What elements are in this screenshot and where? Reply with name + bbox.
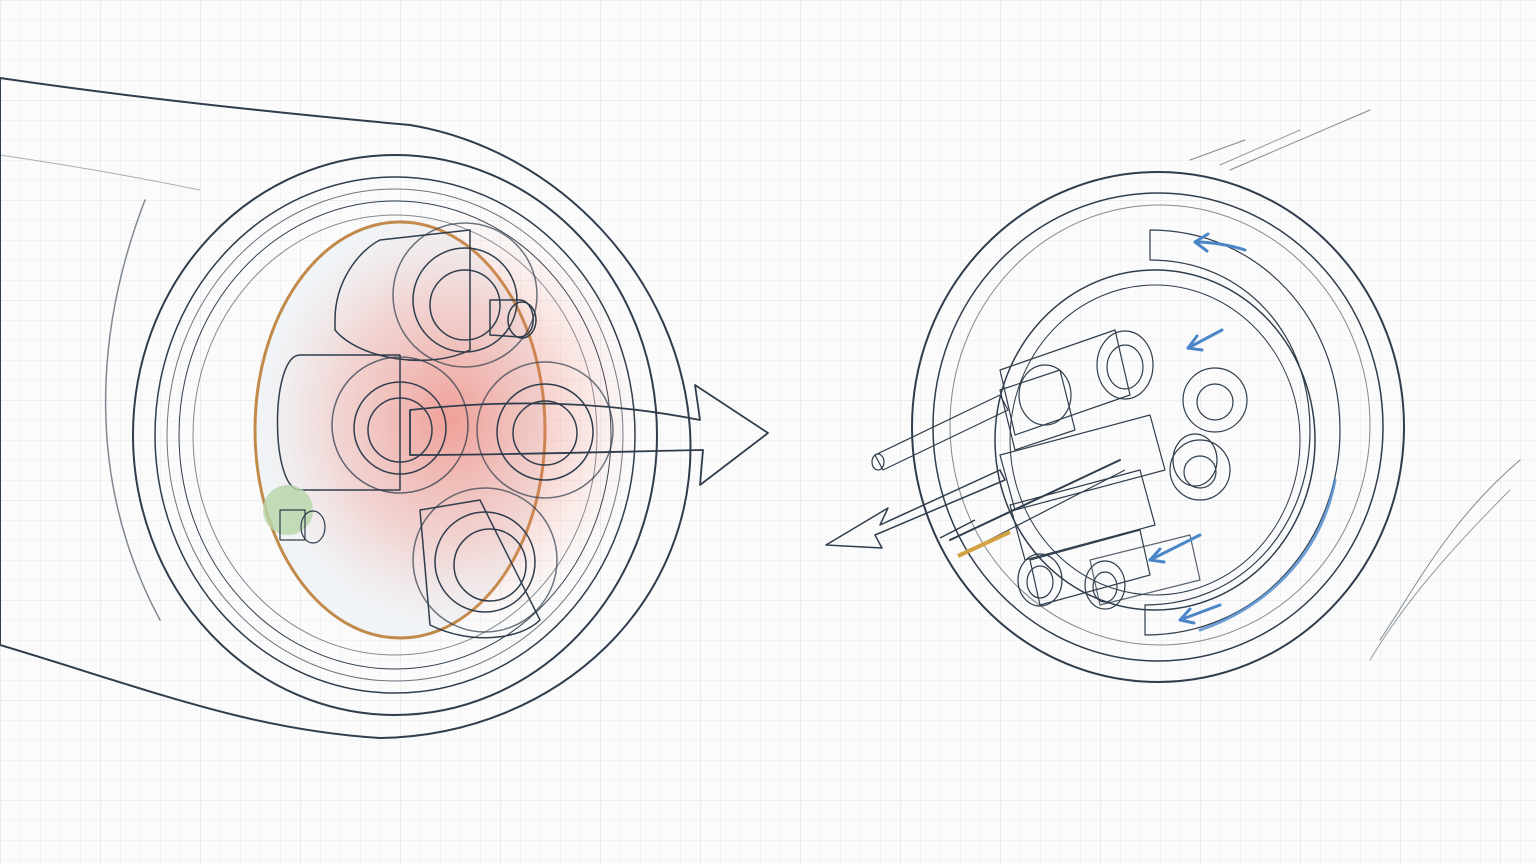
left-cable-jacket bbox=[0, 77, 692, 739]
tube-bundle bbox=[999, 329, 1218, 610]
heat-glow bbox=[260, 210, 640, 630]
return-channel bbox=[1144, 229, 1341, 636]
drain-wire bbox=[263, 485, 326, 544]
right-cable bbox=[825, 109, 1521, 683]
gold-rod bbox=[871, 394, 1009, 471]
conductor-bottom bbox=[412, 487, 558, 639]
inner-sleeve bbox=[994, 269, 1316, 611]
conductor-right bbox=[476, 361, 614, 499]
outgoing-arrow bbox=[825, 469, 1006, 549]
left-outer-sheath bbox=[132, 154, 658, 716]
right-outer-sheath bbox=[911, 171, 1405, 683]
heat-flow-arrow bbox=[409, 384, 769, 486]
return-flow-arrows bbox=[1148, 232, 1337, 632]
conductor-top bbox=[334, 222, 538, 368]
left-cable bbox=[0, 77, 769, 739]
